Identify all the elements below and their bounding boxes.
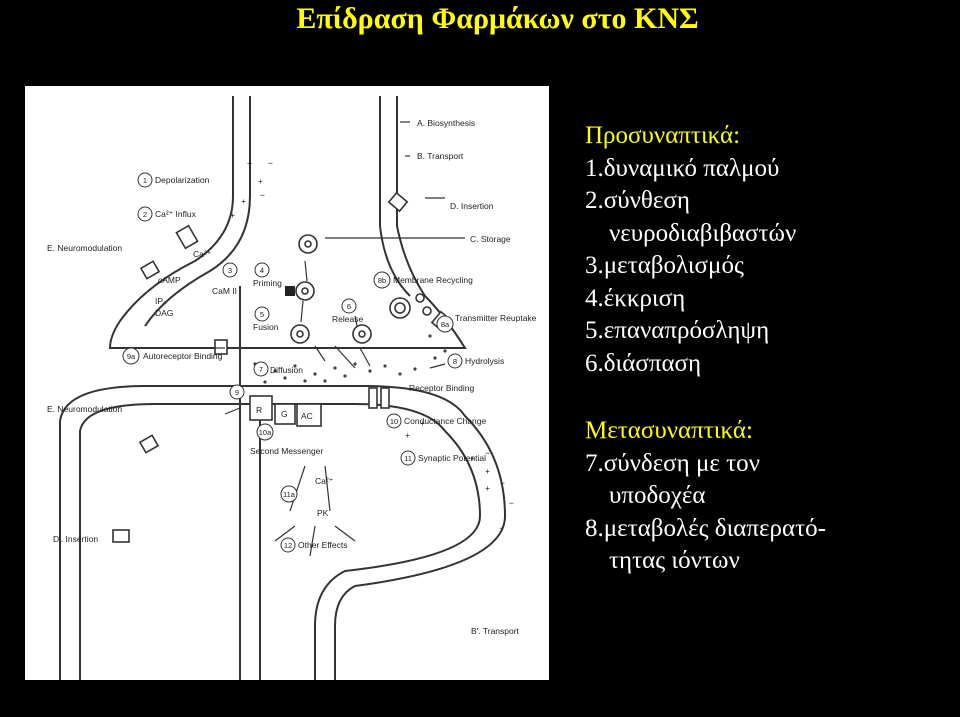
synapse-diagram-svg: ++ ++ −− ++ ++ −− −− + 1 2 3 4 5 6: [47, 96, 537, 680]
label-depolarization: Depolarization: [155, 175, 210, 185]
label-neuromodulation-post: E. Neuromodulation: [47, 404, 122, 414]
num-6: 6: [347, 302, 351, 311]
label-synaptic-potential: Synaptic Potential: [418, 453, 486, 463]
label-ca-influx: Ca²⁺ Influx: [155, 209, 197, 219]
label-receptor-binding: Receptor Binding: [409, 383, 474, 393]
num-1: 1: [143, 176, 147, 185]
svg-text:−: −: [500, 478, 505, 488]
label-transport-post: B'. Transport: [471, 626, 520, 636]
svg-text:+: +: [241, 196, 246, 206]
label-neuromodulation-pre: E. Neuromodulation: [47, 243, 122, 253]
label-AC: AC: [301, 411, 313, 421]
label-priming: Priming: [253, 278, 282, 288]
label-release: Release: [332, 314, 363, 324]
label-fusion: Fusion: [253, 322, 279, 332]
label-transport: B. Transport: [417, 151, 464, 161]
num-3: 3: [228, 266, 232, 275]
num-8b: 8b: [378, 276, 386, 285]
pre-item-6: 6.διάσπαση: [585, 349, 702, 377]
label-ca2: Ca²⁺: [193, 249, 211, 259]
num-10: 10: [390, 417, 398, 426]
pre-item-4: 4.έκκριση: [585, 284, 686, 312]
svg-text:+: +: [258, 176, 263, 186]
pre-item-2: 2.σύνθεση: [585, 187, 690, 214]
svg-text:+: +: [230, 210, 235, 220]
num-4: 4: [260, 266, 264, 275]
svg-text:+: +: [420, 418, 425, 428]
label-dag: DAG: [155, 308, 173, 318]
label-conductance: Conductance Change: [404, 416, 487, 426]
num-11: 11: [404, 454, 412, 463]
label-insertion-post: D'. Insertion: [53, 534, 98, 544]
post-item-8: 8.μεταβολές διαπερατό-: [585, 514, 826, 542]
pre-item-3: 3.μεταβολισμός: [585, 252, 744, 279]
svg-text:+: +: [485, 483, 490, 493]
postsynaptic-membrane: [59, 385, 507, 680]
label-hydrolysis: Hydrolysis: [465, 356, 504, 366]
pre-item-1: 1.δυναμικό παλμού: [585, 154, 780, 182]
synapse-diagram: ++ ++ −− ++ ++ −− −− + 1 2 3 4 5 6: [25, 86, 549, 680]
svg-text:−: −: [268, 158, 273, 168]
num-7: 7: [259, 365, 263, 374]
num-5: 5: [260, 310, 264, 319]
adenylate-cyclase: [296, 403, 322, 427]
presynaptic-heading: Προσυναπτικά:: [585, 122, 741, 149]
label-diffusion: Diffusion: [270, 365, 303, 375]
postsynaptic-heading: Μετασυναπτικά:: [585, 417, 753, 444]
label-ip3: IP₃: [155, 296, 167, 306]
svg-text:+: +: [247, 158, 252, 168]
label-transmitter-reuptake: Transmitter Reuptake: [455, 313, 537, 323]
label-camp: cAMP: [158, 275, 181, 285]
svg-text:−: −: [260, 190, 265, 200]
vesicle: [298, 234, 318, 254]
svg-text:−: −: [509, 498, 514, 508]
label-other-effects: Other Effects: [298, 540, 347, 550]
pre-item-5: 5.επαναπρόσληψη: [585, 317, 770, 344]
num-11a: 11a: [283, 490, 296, 499]
num-2: 2: [143, 210, 147, 219]
svg-text:−: −: [485, 448, 490, 458]
label-insertion: D. Insertion: [450, 201, 494, 211]
svg-text:+: +: [405, 430, 410, 440]
label-G: G: [281, 409, 288, 419]
post-item-7-cont: υποδοχέα: [609, 482, 706, 509]
label-second-messenger: Second Messenger: [250, 446, 323, 456]
post-item-7: 7.σύνδεση με τον: [585, 449, 760, 477]
num-8a: 8a: [441, 320, 450, 329]
svg-text:−: −: [499, 523, 504, 533]
g-protein: [274, 403, 296, 425]
num-10a: 10a: [259, 428, 272, 437]
label-R: R: [256, 405, 262, 415]
presynaptic-membrane: [108, 96, 467, 349]
ca-channel: [175, 224, 199, 250]
label-ca-post: Ca²⁺: [315, 476, 333, 486]
label-biosynthesis: A. Biosynthesis: [417, 118, 475, 128]
label-pk: PK: [317, 508, 329, 518]
receptor-R: [249, 395, 273, 421]
pre-item-2-cont: νευροδιαβιβαστών: [609, 219, 797, 247]
label-storage: C. Storage: [470, 234, 511, 244]
svg-text:+: +: [470, 453, 475, 463]
post-item-8-cont: τητας ιόντων: [609, 547, 740, 574]
svg-text:+: +: [485, 466, 490, 476]
slide-title: Επίδραση Φαρμάκων στο ΚΝΣ: [296, 2, 699, 35]
label-camii: CaM II: [212, 286, 237, 296]
num-9: 9: [235, 388, 239, 397]
label-membrane-recycling: Membrane Recycling: [393, 275, 473, 285]
label-autoreceptor: Autoreceptor Binding: [143, 351, 223, 361]
num-8: 8: [453, 357, 457, 366]
notes-panel: Προσυναπτικά: 1.δυναμικό παλμού 2.σύνθεσ…: [585, 120, 955, 578]
num-12: 12: [284, 541, 292, 550]
num-9a: 9a: [127, 352, 136, 361]
